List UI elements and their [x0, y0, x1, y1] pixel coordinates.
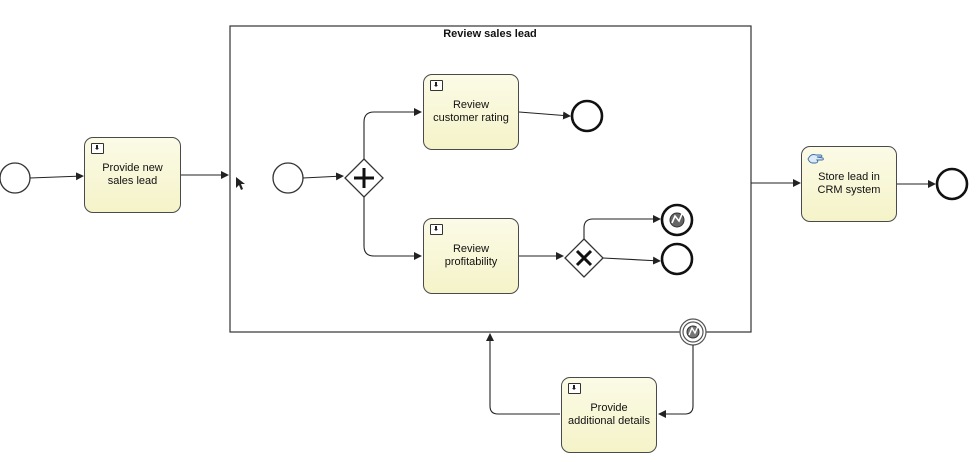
service-task-icon — [807, 154, 824, 164]
parallel-gateway[interactable] — [344, 158, 384, 198]
boundary-error-event[interactable] — [679, 318, 707, 346]
cursor-icon — [236, 177, 245, 190]
start-event[interactable] — [0, 162, 31, 194]
task-provide-new-sales-lead[interactable]: Provide new sales lead — [84, 137, 181, 213]
user-task-icon — [91, 143, 104, 154]
end-event-main[interactable] — [935, 167, 969, 201]
end-event-profitability[interactable] — [660, 242, 694, 276]
task-provide-additional-details[interactable]: Provide additional details — [561, 377, 657, 453]
user-task-icon — [430, 224, 443, 235]
end-event-rating[interactable] — [570, 99, 604, 133]
flow-xor-to-end[interactable] — [602, 256, 661, 265]
flow-start-to-provide[interactable] — [29, 172, 84, 181]
task-label: Store lead in CRM system — [817, 171, 881, 196]
user-task-icon — [430, 80, 443, 91]
flow-substart-to-gateway[interactable] — [302, 172, 344, 181]
task-label: Review customer rating — [433, 99, 509, 124]
subprocess-title: Review sales lead — [443, 28, 537, 40]
subprocess-container[interactable] — [229, 25, 752, 333]
subprocess-start-event[interactable] — [272, 162, 304, 194]
task-review-profitability[interactable]: Review profitability — [423, 218, 519, 294]
task-review-customer-rating[interactable]: Review customer rating — [423, 74, 519, 150]
flow-rating-to-end[interactable] — [518, 111, 571, 120]
task-label: Provide additional details — [568, 402, 650, 427]
task-label: Review profitability — [444, 243, 498, 268]
task-label: Provide new sales lead — [102, 162, 163, 187]
exclusive-gateway[interactable] — [564, 238, 604, 278]
flow-boundary-to-details[interactable] — [658, 345, 694, 418]
user-task-icon — [568, 383, 581, 394]
flow-xor-to-error-end[interactable] — [583, 215, 661, 239]
flow-gateway-to-profitability[interactable] — [363, 197, 422, 260]
flow-gateway-to-rating[interactable] — [363, 108, 422, 159]
flow-details-to-subprocess[interactable] — [486, 333, 560, 415]
error-end-event[interactable] — [660, 203, 694, 237]
task-store-lead-in-crm[interactable]: Store lead in CRM system — [801, 146, 897, 222]
